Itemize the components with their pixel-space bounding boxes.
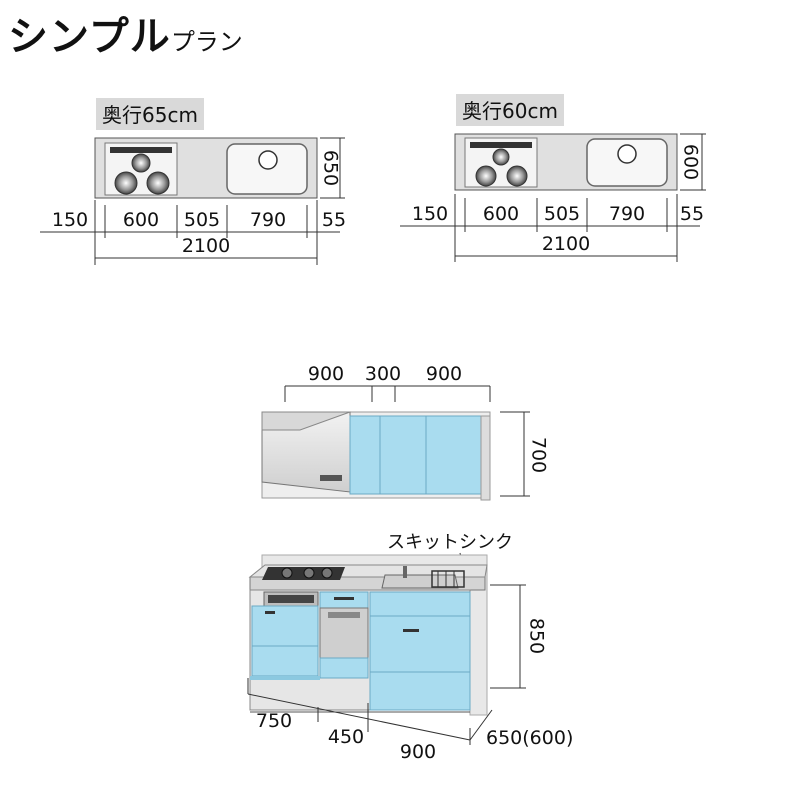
width-dim-65-0: 150 (52, 209, 88, 231)
plan-title: シンプルプラン (8, 4, 243, 62)
upper-door-3 (425, 415, 482, 495)
drain-icon (617, 144, 637, 164)
lower-depth: 650(600) (486, 727, 573, 749)
width-dim-60-1: 600 (483, 203, 519, 225)
grill-vent-60 (470, 142, 532, 148)
upper-cabinets: 900 300 900 700 (261, 363, 550, 501)
left-drawer-top (251, 605, 319, 647)
cooktop (262, 567, 345, 580)
upper-door-1 (349, 415, 381, 495)
left-plinth (250, 676, 320, 680)
burner-icon (506, 165, 528, 187)
lower-width-0: 750 (256, 710, 292, 732)
plan-view-65: 650 150 600 505 790 55 2100 (40, 137, 346, 265)
left-drawer-bottom (251, 645, 319, 677)
width-dim-65-3: 790 (250, 209, 286, 231)
right-drawer-middle (369, 615, 471, 673)
burner-icon (475, 165, 497, 187)
dish-rack-icon (431, 570, 465, 588)
width-dim-65-1: 600 (123, 209, 159, 231)
upper-door-2 (379, 415, 427, 495)
faucet-icon (403, 566, 407, 578)
upper-width-0: 900 (308, 363, 344, 385)
burner-icon (281, 567, 293, 579)
width-dim-65-4: 55 (322, 209, 346, 231)
plan-view-60: 600 150 600 505 790 55 2100 (400, 133, 706, 262)
drawer-handle-icon (403, 629, 419, 632)
depth-label-65: 奥行65cm (96, 98, 204, 130)
sink-label: スキットシンク (387, 532, 513, 553)
depth-dim-65: 650 (320, 150, 342, 186)
dishwasher-control-icon (328, 612, 360, 618)
grill-window-icon (268, 595, 314, 603)
grill-vent-65 (110, 147, 172, 153)
width-dim-60-3: 790 (609, 203, 645, 225)
width-dim-65-2: 505 (184, 209, 220, 231)
upper-width-2: 900 (426, 363, 462, 385)
burner-icon (303, 567, 315, 579)
plan-title-sub: プラン (170, 28, 243, 56)
drawer-handle-icon (265, 611, 275, 614)
drawer-handle-icon (334, 597, 354, 600)
depth-dim-60: 600 (680, 144, 702, 180)
burner-icon (131, 153, 151, 173)
lower-height: 850 (526, 618, 548, 654)
hood-control-icon (320, 475, 342, 481)
width-dim-60-4: 55 (680, 203, 704, 225)
plan-title-main: シンプル (8, 14, 171, 60)
middle-plinth-door (319, 657, 369, 679)
drain-icon (258, 150, 278, 170)
burner-icon (492, 148, 510, 166)
burner-icon (114, 171, 138, 195)
upper-height: 700 (528, 437, 550, 473)
range-hood-top (261, 411, 351, 431)
depth-label-60: 奥行60cm (456, 94, 564, 126)
total-dim-65: 2100 (182, 235, 230, 257)
right-drawer-bottom (369, 671, 471, 711)
lower-width-1: 450 (328, 726, 364, 748)
lower-cabinets: スキットシンク (247, 532, 573, 763)
upper-width-1: 300 (365, 363, 401, 385)
total-dim-60: 2100 (542, 233, 590, 255)
sink-basin (381, 574, 459, 589)
burner-icon (146, 171, 170, 195)
upper-side-panel (480, 415, 491, 501)
burner-icon (321, 567, 333, 579)
width-dim-60-0: 150 (412, 203, 448, 225)
lower-width-2: 900 (400, 741, 436, 763)
width-dim-60-2: 505 (544, 203, 580, 225)
right-drawer-top (369, 591, 471, 617)
